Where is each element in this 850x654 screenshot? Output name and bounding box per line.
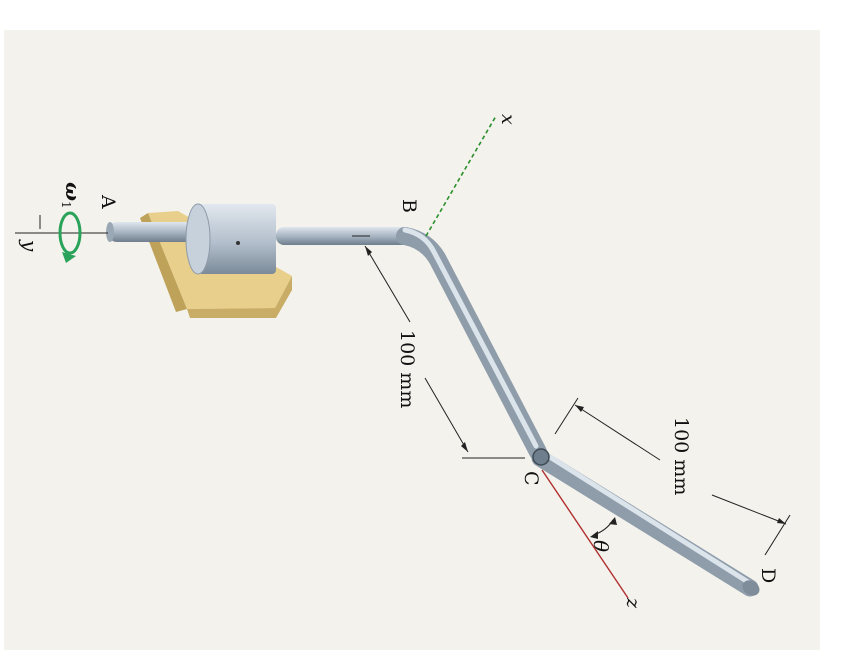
- pin-c: [532, 448, 550, 466]
- dimension-cd-label: 100 mm: [670, 417, 692, 495]
- x-axis-line: [425, 115, 497, 237]
- z-axis-label: z: [622, 597, 644, 609]
- shaft-end-a: [106, 222, 198, 242]
- omega-rotation-arrow: [58, 211, 82, 263]
- omega-subscript: 1: [59, 201, 73, 209]
- dimension-cd: [554, 397, 791, 556]
- z-axis-line: [541, 469, 629, 599]
- dimension-bc: [352, 235, 525, 459]
- omega-label: ω1: [59, 182, 85, 209]
- rod-cd: [531, 449, 759, 597]
- omega-symbol: ω: [61, 182, 85, 201]
- point-b-label: B: [398, 199, 420, 213]
- dimension-bc-label: 100 mm: [396, 330, 418, 408]
- theta-label: θ: [589, 540, 613, 552]
- point-c-label: C: [520, 471, 542, 486]
- x-axis-label: x: [497, 114, 519, 125]
- shaft-ab: [276, 227, 411, 245]
- y-axis-label: y: [18, 239, 42, 252]
- point-d-label: D: [757, 568, 779, 583]
- point-a-label: A: [97, 194, 119, 209]
- bearing-collar: [185, 203, 276, 275]
